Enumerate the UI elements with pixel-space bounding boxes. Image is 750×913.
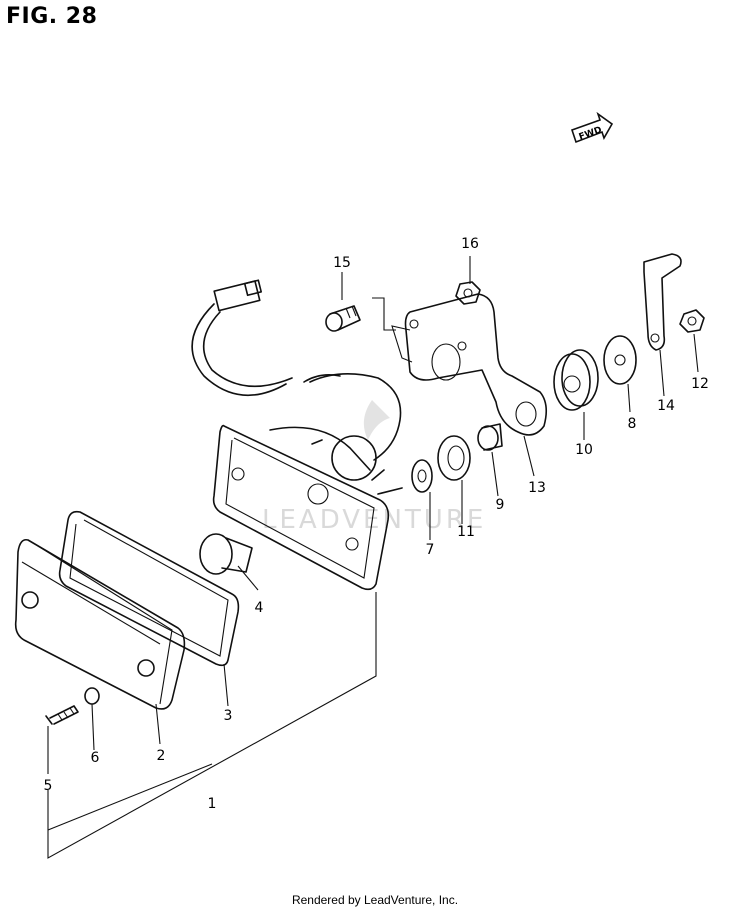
callout-7: 7 — [426, 542, 435, 558]
collar-part-9 — [477, 423, 503, 451]
callout-15: 15 — [333, 255, 351, 271]
wire-harness — [191, 279, 402, 461]
gasket-part-3 — [58, 510, 240, 667]
callout-16: 16 — [461, 236, 479, 252]
figure-title: FIG. 28 — [6, 4, 98, 29]
nut-part-16 — [455, 281, 481, 305]
callout-14: 14 — [657, 398, 675, 414]
screw-part-5 — [45, 705, 79, 725]
callout-6: 6 — [91, 750, 100, 766]
fwd-arrow-icon: FWD — [570, 111, 614, 144]
nut-part-12 — [679, 309, 705, 333]
callout-4: 4 — [255, 600, 264, 616]
leader-lines — [47, 256, 699, 859]
grommet-part-11 — [437, 435, 471, 481]
bolt-part-15 — [325, 305, 361, 332]
bracket-part-13 — [391, 293, 548, 436]
washer-part-8 — [603, 335, 637, 385]
damper-part-10 — [553, 349, 599, 411]
callout-2: 2 — [157, 748, 166, 764]
callout-numbers: 1 2 3 4 5 6 7 8 9 10 11 12 13 14 15 16 — [44, 236, 709, 812]
stay-part-14 — [643, 253, 682, 351]
callout-12: 12 — [691, 376, 709, 392]
callout-13: 13 — [528, 480, 546, 496]
lamp-housing — [212, 424, 403, 591]
callout-10: 10 — [575, 442, 593, 458]
callout-3: 3 — [224, 708, 233, 724]
callout-1: 1 — [208, 796, 217, 812]
callout-5: 5 — [44, 778, 53, 794]
footer-credit: Rendered by LeadVenture, Inc. — [291, 893, 459, 907]
washer-part-7 — [411, 459, 433, 493]
bulb-part-4 — [199, 533, 253, 575]
callout-9: 9 — [496, 497, 505, 513]
washer-part-6 — [84, 687, 100, 705]
callout-8: 8 — [628, 416, 637, 432]
callout-11: 11 — [457, 524, 475, 540]
